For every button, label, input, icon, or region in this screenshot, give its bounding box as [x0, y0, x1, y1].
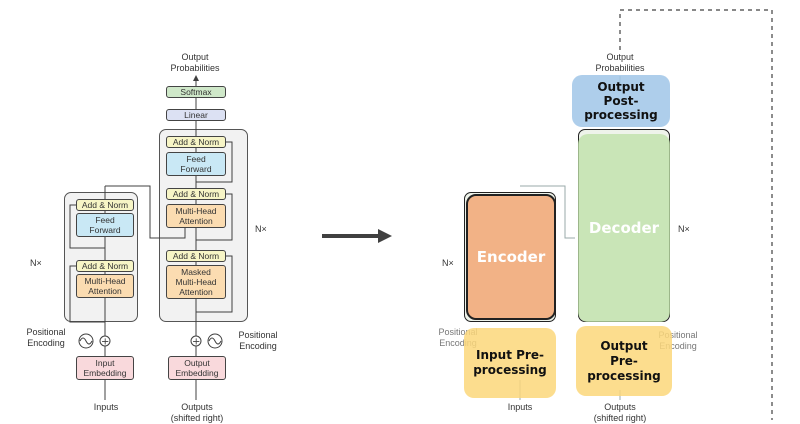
right-decoder-nx-label: N×: [678, 224, 690, 234]
svg-text:+: +: [101, 337, 109, 348]
encoder-add-norm-1: Add & Norm: [76, 260, 134, 272]
encoder-positional-encoding-label: Positional Encoding: [26, 327, 66, 348]
encoder-feed-forward-block: Feed Forward: [76, 213, 134, 237]
decoder-positional-encoding-label: Positional Encoding: [238, 330, 278, 351]
encoder-nx-label: N×: [30, 258, 42, 268]
left-arrows: [69, 75, 233, 400]
decoder-overlay: Decoder: [578, 134, 670, 322]
decoder-nx-label: N×: [255, 224, 267, 234]
masked-multi-head-attention-block: Masked Multi-Head Attention: [166, 265, 226, 299]
output-embedding-block: Output Embedding: [168, 356, 226, 380]
encoder-add-norm-2: Add & Norm: [76, 199, 134, 211]
right-positional-encoding-right-label: Positional Encoding: [658, 330, 698, 351]
right-outputs-label: Outputs (shifted right): [593, 402, 647, 423]
dashed-feedback-line: [619, 9, 773, 420]
svg-text:+: +: [192, 337, 200, 348]
right-inputs-label: Inputs: [507, 402, 533, 412]
output-postprocessing-overlay: Output Post- processing: [572, 75, 670, 127]
encoder-overlay: Encoder: [466, 194, 556, 320]
decoder-add-norm-3: Add & Norm: [166, 136, 226, 148]
softmax-block: Softmax: [166, 86, 226, 98]
decoder-add-norm-1: Add & Norm: [166, 250, 226, 262]
outputs-label: Outputs (shifted right): [170, 402, 224, 423]
right-positional-encoding-left-label: Positional Encoding: [438, 327, 478, 348]
inputs-label: Inputs: [93, 402, 119, 412]
right-output-probabilities-label: Output Probabilities: [595, 52, 645, 73]
decoder-multi-head-attention-block: Multi-Head Attention: [166, 204, 226, 228]
right-encoder-nx-label: N×: [442, 258, 454, 268]
input-preprocessing-overlay: Input Pre- processing: [464, 328, 556, 398]
decoder-add-norm-2: Add & Norm: [166, 188, 226, 200]
encoder-multi-head-attention-block: Multi-Head Attention: [76, 274, 134, 298]
linear-block: Linear: [166, 109, 226, 121]
output-preprocessing-overlay: Output Pre- processing: [576, 326, 672, 396]
output-probabilities-label: Output Probabilities: [170, 52, 220, 73]
left-positional-encoding-icons: + +: [78, 333, 223, 349]
input-embedding-block: Input Embedding: [76, 356, 134, 380]
decoder-feed-forward-block: Feed Forward: [166, 152, 226, 176]
transform-arrow-icon: [322, 229, 392, 243]
